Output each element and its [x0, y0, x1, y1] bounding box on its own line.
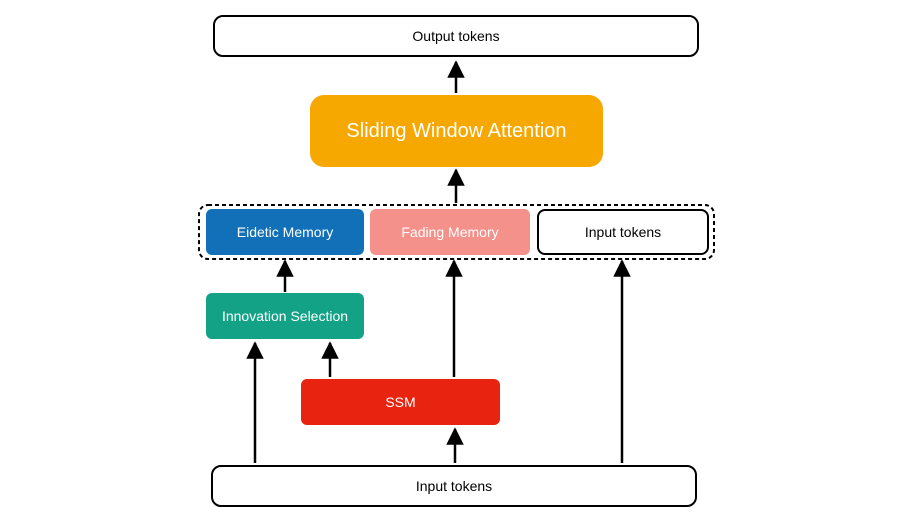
ssm-node: SSM [301, 379, 500, 425]
fading-memory-node: Fading Memory [370, 209, 530, 255]
output-tokens-node: Output tokens [213, 15, 699, 57]
input-tokens-memory-node: Input tokens [537, 209, 709, 255]
innovation-selection-node: Innovation Selection [206, 293, 364, 339]
sliding-window-attention-node: Sliding Window Attention [310, 95, 603, 167]
sliding-window-attention-label: Sliding Window Attention [346, 119, 567, 142]
input-tokens-label: Input tokens [415, 478, 493, 494]
memory-group-border [198, 204, 715, 260]
eidetic-memory-node: Eidetic Memory [206, 209, 364, 255]
input-tokens-memory-label: Input tokens [584, 224, 662, 240]
output-tokens-label: Output tokens [412, 28, 500, 44]
innovation-selection-label: Innovation Selection [221, 308, 349, 324]
fading-memory-label: Fading Memory [401, 224, 499, 240]
eidetic-memory-label: Eidetic Memory [236, 224, 334, 240]
input-tokens-node: Input tokens [211, 465, 697, 507]
ssm-label: SSM [385, 394, 416, 410]
